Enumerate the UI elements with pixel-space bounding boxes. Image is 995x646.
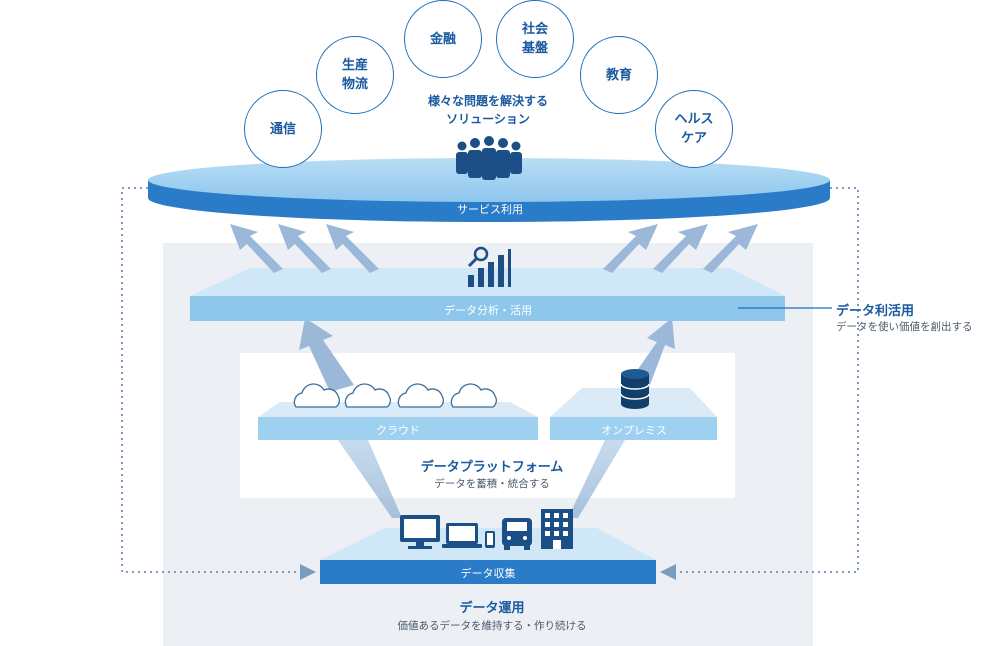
bubble-finance: 金融 bbox=[404, 0, 482, 78]
database-icon bbox=[620, 369, 650, 409]
beam-right bbox=[568, 440, 625, 518]
feedback-loop bbox=[121, 187, 859, 580]
bubble-social-infrastructure: 社会 基盤 bbox=[496, 0, 574, 78]
bubble-education: 教育 bbox=[580, 36, 658, 114]
operation-title: データ運用 bbox=[459, 601, 525, 616]
cloud-label: クラウド bbox=[376, 424, 420, 437]
solution-text: 様々な問題を解決する ソリューション bbox=[388, 92, 588, 128]
analytics-bar bbox=[190, 296, 785, 321]
analytics-chart-icon bbox=[467, 246, 511, 287]
platform-title: データプラットフォーム bbox=[420, 460, 564, 475]
bubble-production-logistics: 生産 物流 bbox=[316, 36, 394, 114]
utilization-title: データ利活用 bbox=[836, 304, 915, 319]
building-icon bbox=[541, 509, 573, 549]
laptop-icon bbox=[442, 523, 482, 548]
arrows-to-service bbox=[230, 224, 758, 273]
people-icon bbox=[456, 136, 522, 180]
cloud-icon bbox=[293, 383, 497, 408]
arrow-cloud-up bbox=[299, 318, 354, 392]
truck-icon bbox=[502, 518, 532, 550]
service-label: サービス利用 bbox=[457, 203, 523, 216]
analytics-slab-top bbox=[190, 268, 785, 296]
bubble-telecom: 通信 bbox=[244, 90, 322, 168]
bubble-healthcare: ヘルス ケア bbox=[655, 90, 733, 168]
platform-subtitle: データを蓄積・統合する bbox=[434, 478, 550, 490]
onprem-bar bbox=[550, 417, 717, 440]
smartphone-icon bbox=[485, 531, 495, 548]
utilization-subtitle: データを使い価値を創出する bbox=[836, 321, 973, 333]
collection-bar bbox=[320, 560, 656, 584]
solution-line-1: 様々な問題を解決する bbox=[427, 94, 548, 108]
collection-label: データ収集 bbox=[460, 567, 516, 580]
cloud-bar bbox=[258, 417, 538, 440]
operation-subtitle: 価値あるデータを維持する・作り続ける bbox=[397, 620, 587, 632]
analytics-label: データ分析・活用 bbox=[444, 304, 532, 317]
onpremise-label: オンプレミス bbox=[601, 424, 667, 437]
monitor-icon bbox=[400, 515, 440, 549]
beam-left bbox=[338, 440, 402, 518]
solution-line-2: ソリューション bbox=[446, 112, 530, 126]
